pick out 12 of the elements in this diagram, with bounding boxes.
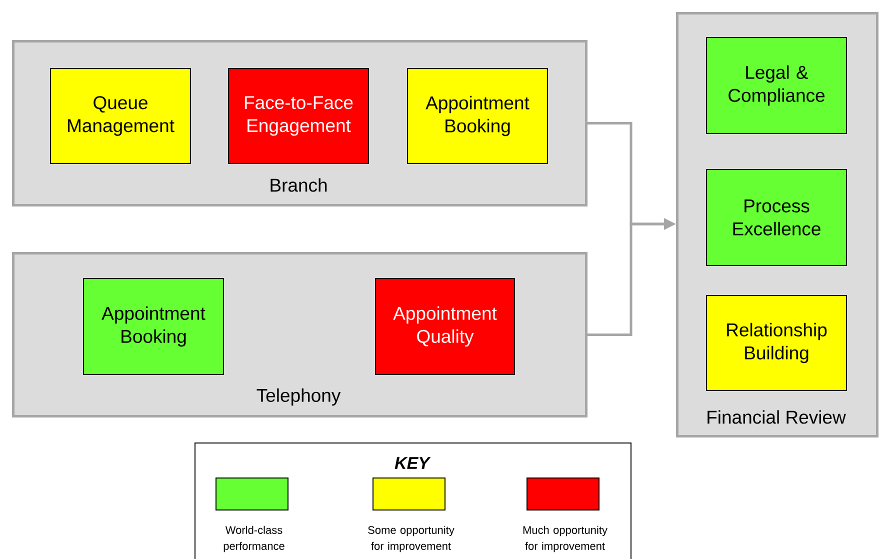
status-box: Appointment Booking	[83, 278, 224, 375]
status-box: Process Excellence	[706, 169, 847, 266]
status-box: Appointment Quality	[375, 278, 515, 375]
legend-title: KEY	[394, 457, 431, 469]
legend-text: Much opportunity for improvement	[523, 526, 608, 552]
status-box: Legal & Compliance	[706, 37, 847, 134]
legend-text: Some opportunity for improvement	[368, 526, 454, 552]
status-box: Appointment Booking	[407, 68, 548, 164]
status-box: Face-to-Face Engagement	[228, 68, 369, 164]
legend-text: World-class performance	[224, 526, 284, 552]
status-box: Queue Management	[50, 68, 191, 164]
status-box: Relationship Building	[706, 295, 847, 391]
